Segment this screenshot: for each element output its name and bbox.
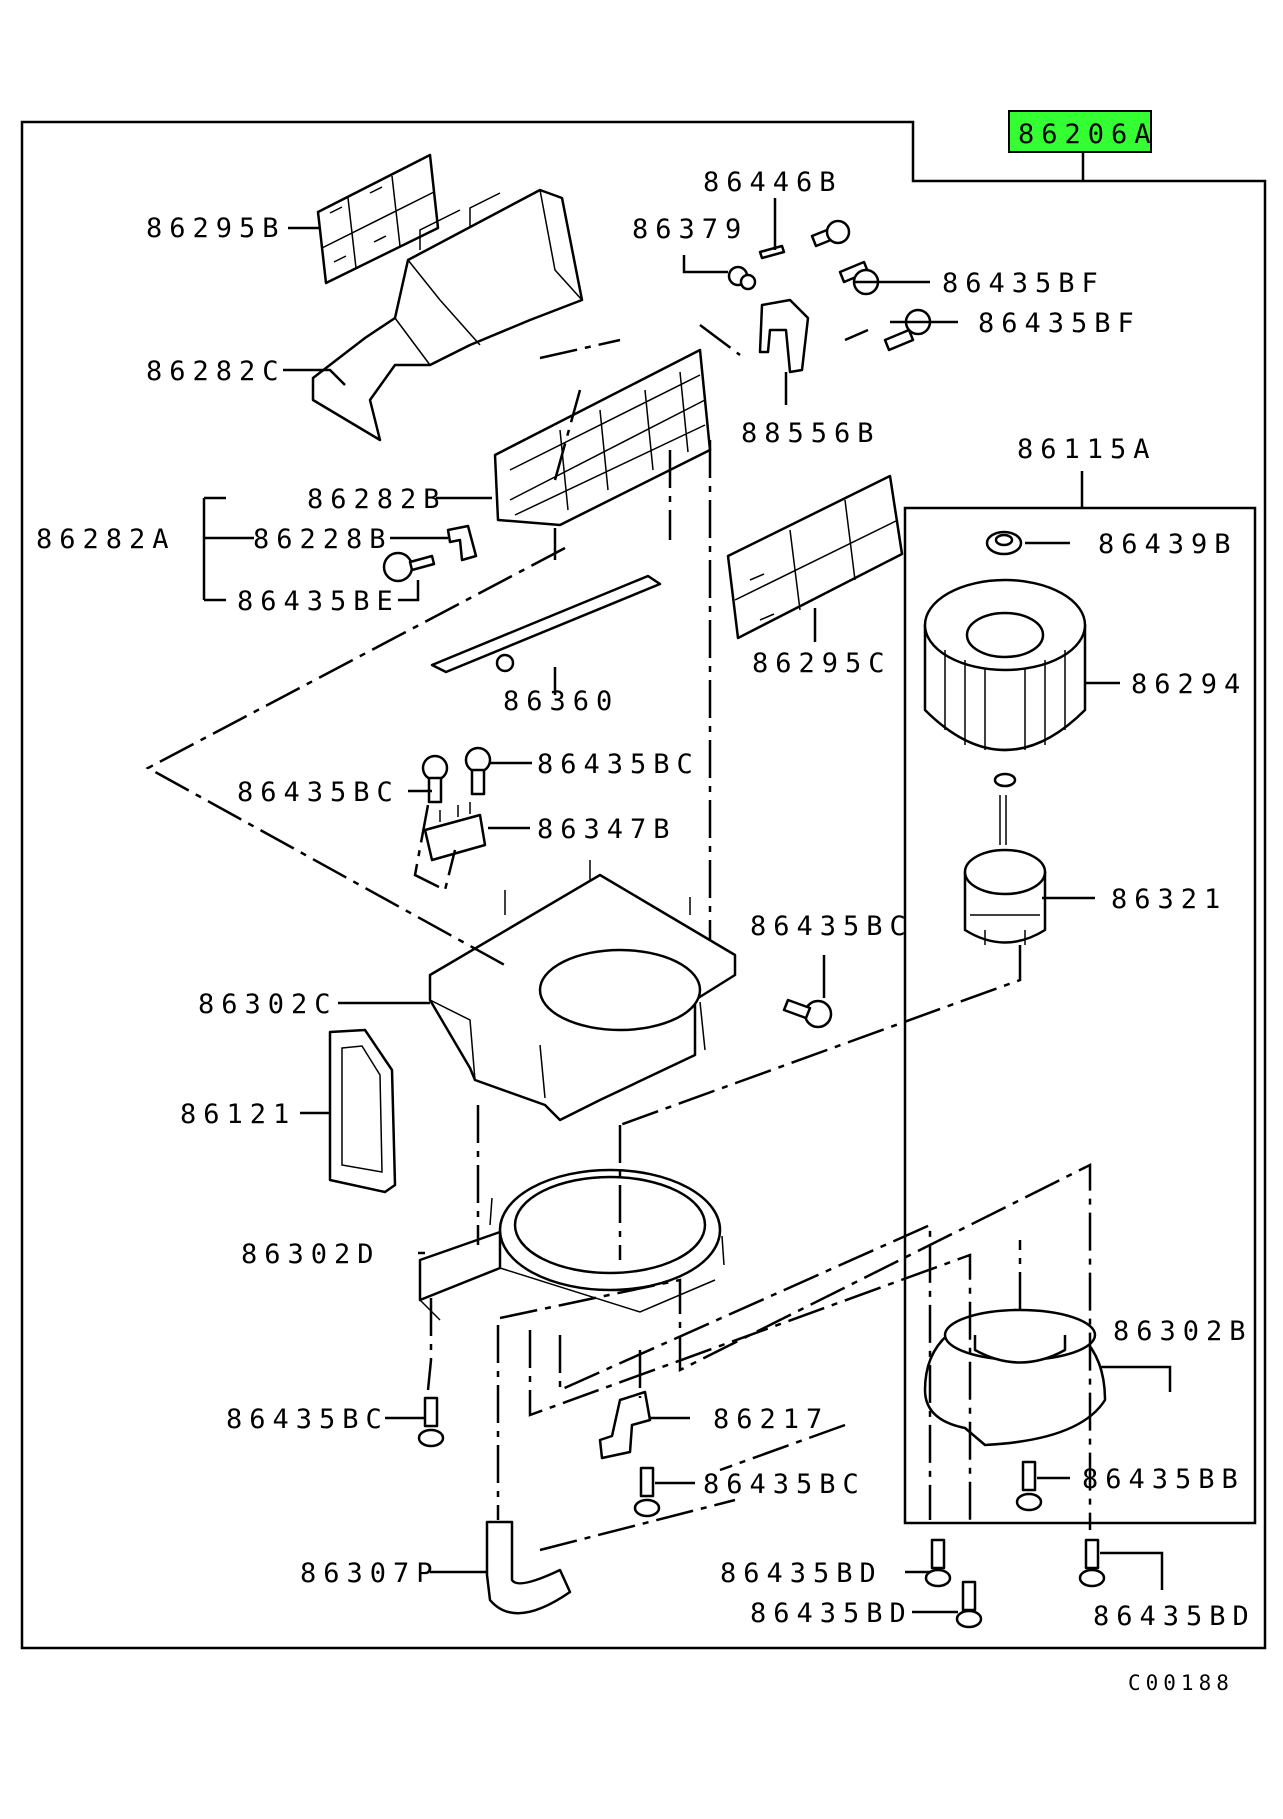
label-86295C[interactable]: 86295C [752, 648, 892, 679]
motor-subassembly-frame [903, 506, 1257, 1525]
shaft-86360 [430, 574, 662, 674]
bracket-88556B [758, 298, 810, 374]
screw-86435BC-c [782, 998, 833, 1029]
label-86302C[interactable]: 86302C [198, 989, 338, 1020]
motor-case-86302B [923, 1308, 1107, 1447]
assembly-dash-lines [145, 324, 1092, 1552]
label-86435BC-2[interactable]: 86435BC [237, 777, 400, 808]
label-86435BD-3[interactable]: 86435BD [1093, 1601, 1256, 1632]
upper-case-86302C [428, 860, 737, 1122]
label-86360[interactable]: 86360 [503, 686, 619, 717]
label-86439B[interactable]: 86439B [1098, 529, 1238, 560]
label-86435BF-2[interactable]: 86435BF [978, 308, 1141, 339]
assembly-number-label[interactable]: 86206A [1018, 119, 1158, 150]
gasket-86121 [328, 1028, 397, 1194]
label-86435BF-1[interactable]: 86435BF [942, 268, 1105, 299]
screw-86435BC-e [633, 1466, 661, 1518]
intake-housing-86282C [311, 188, 584, 442]
screw-86435BC-a [421, 754, 449, 804]
filter-86295C [726, 474, 904, 640]
label-86228B[interactable]: 86228B [253, 524, 393, 555]
label-86446B[interactable]: 86446B [703, 167, 843, 198]
screw-86435BF-mid [838, 260, 880, 296]
blower-wheel-86294 [923, 578, 1087, 788]
label-88556B[interactable]: 88556B [741, 418, 881, 449]
assembly-highlight-box [1008, 110, 1152, 153]
screw-86435BC-b [464, 746, 492, 796]
label-86435BE[interactable]: 86435BE [237, 586, 400, 617]
filter-86295B [316, 153, 440, 285]
label-86282C[interactable]: 86282C [146, 356, 286, 387]
label-86282A[interactable]: 86282A [36, 524, 176, 555]
screw-86435BF-low [883, 308, 932, 352]
label-86307P[interactable]: 86307P [300, 1558, 440, 1589]
screw-86435BB [1015, 1460, 1043, 1512]
label-86295B[interactable]: 86295B [146, 213, 286, 244]
label-86435BD-1[interactable]: 86435BD [720, 1558, 883, 1589]
screw-86435BC-d [417, 1396, 445, 1448]
label-86435BC-1[interactable]: 86435BC [537, 749, 700, 780]
footer-code: C00188 [1128, 1671, 1234, 1695]
label-86435BB[interactable]: 86435BB [1082, 1464, 1245, 1495]
screw-86435BD-b [955, 1580, 983, 1629]
label-86435BC-5[interactable]: 86435BC [703, 1469, 866, 1500]
label-86379[interactable]: 86379 [632, 214, 748, 245]
door-frame-86282B [493, 348, 712, 527]
motor-86321 [963, 795, 1047, 945]
screw-86435BD-c [1078, 1538, 1106, 1588]
label-86435BC-3[interactable]: 86435BC [750, 911, 913, 942]
link-86228B [446, 524, 478, 562]
label-86121[interactable]: 86121 [180, 1099, 296, 1130]
screw-86435BD-a [924, 1538, 952, 1588]
label-86282B[interactable]: 86282B [307, 484, 447, 515]
label-86115A[interactable]: 86115A [1017, 434, 1157, 465]
leader-lines [202, 198, 1172, 1614]
label-86302B[interactable]: 86302B [1113, 1316, 1253, 1347]
label-86321[interactable]: 86321 [1111, 884, 1227, 915]
label-86294[interactable]: 86294 [1131, 669, 1247, 700]
hose-86307P [485, 1520, 572, 1615]
screw-86435BF-top [810, 219, 851, 248]
bracket-86217 [598, 1390, 652, 1460]
label-86347B[interactable]: 86347B [537, 814, 677, 845]
assembly-frame [20, 120, 1267, 1650]
lower-case-86302D [418, 1168, 725, 1321]
bushing-86379 [727, 265, 757, 291]
label-86435BD-2[interactable]: 86435BD [750, 1598, 913, 1629]
part-labels: 86446B 86379 86295B 86435BF 86435BF 8628… [36, 167, 1256, 1695]
screw-86435BE [382, 551, 436, 583]
clip-86446B [758, 244, 786, 260]
label-86435BC-4[interactable]: 86435BC [226, 1404, 389, 1435]
washer-86439B [985, 530, 1023, 556]
label-86302D[interactable]: 86302D [241, 1239, 381, 1270]
label-86217[interactable]: 86217 [713, 1404, 829, 1435]
resistor-86347B [423, 802, 487, 862]
